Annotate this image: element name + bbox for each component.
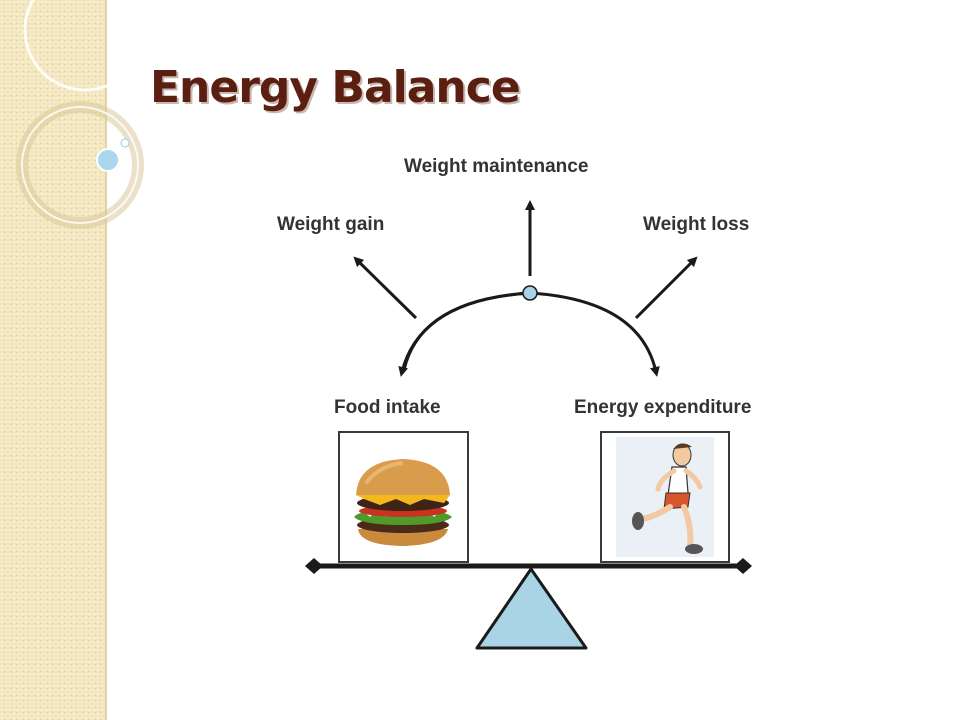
pivot-dot bbox=[522, 285, 538, 301]
slide-title: Energy Balance bbox=[150, 62, 521, 113]
fulcrum-triangle bbox=[475, 567, 588, 650]
hamburger-icon bbox=[354, 459, 452, 546]
energy-expenditure-label: Energy expenditure bbox=[574, 397, 752, 418]
energy-expenditure-box bbox=[600, 431, 730, 563]
arrow-up-right bbox=[634, 256, 698, 320]
balance-arc-left bbox=[398, 291, 531, 377]
beam-end-left bbox=[305, 558, 323, 574]
running-man-icon bbox=[616, 437, 714, 557]
weight-maintenance-label: Weight maintenance bbox=[404, 156, 589, 177]
food-intake-label: Food intake bbox=[334, 397, 441, 418]
beam-end-right bbox=[734, 558, 752, 574]
weight-gain-label: Weight gain bbox=[277, 214, 385, 235]
decorative-circles bbox=[16, 0, 147, 229]
food-intake-box bbox=[338, 431, 469, 563]
balance-arc bbox=[402, 291, 660, 377]
arrow-up-left bbox=[353, 256, 418, 320]
weight-loss-label: Weight loss bbox=[643, 214, 750, 235]
